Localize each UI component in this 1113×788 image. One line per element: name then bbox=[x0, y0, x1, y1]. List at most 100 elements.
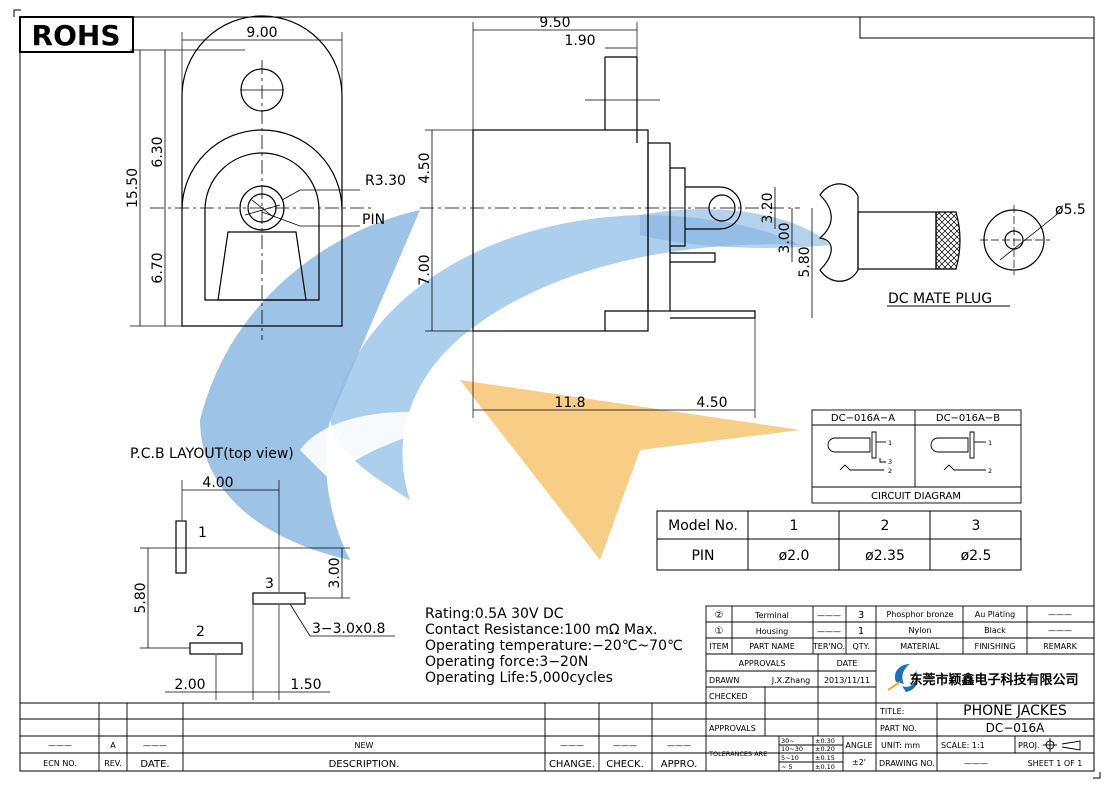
rev-desc: NEW bbox=[355, 741, 374, 750]
pin-dim-a: 3.00 bbox=[777, 222, 793, 253]
model-row-cell: ø2.35 bbox=[865, 548, 905, 564]
rev-header-change: CHANGE. bbox=[549, 759, 595, 770]
unit-label: UNIT: mm bbox=[881, 741, 920, 750]
terminal-offset-dim: 1.90 bbox=[564, 33, 595, 49]
drawn-label: DRAWN bbox=[709, 676, 739, 685]
circuit-caption: CIRCUIT DIAGRAM bbox=[871, 491, 961, 502]
drawn-by: J.X.Zhang bbox=[771, 676, 811, 685]
bom-ter: ——— bbox=[817, 611, 841, 620]
rev-check: ——— bbox=[613, 741, 637, 750]
rev-header-ecn: ECN NO. bbox=[43, 759, 77, 768]
radius-label: R3.30 bbox=[365, 173, 406, 189]
side-view bbox=[420, 22, 813, 418]
bom-remark: ——— bbox=[1048, 626, 1072, 635]
pcb-layout bbox=[140, 480, 395, 700]
spec-line: Operating temperature:−20℃~70℃ bbox=[425, 638, 683, 654]
bom-remark: ——— bbox=[1048, 610, 1072, 619]
bom-header-remark: REMARK bbox=[1043, 642, 1078, 651]
revision-table bbox=[20, 702, 706, 771]
plug-label: DC MATE PLUG bbox=[888, 291, 992, 307]
model-header-cell: 3 bbox=[972, 518, 981, 534]
pin-label: PIN bbox=[362, 212, 385, 228]
model-row-cell: ø2.5 bbox=[961, 548, 992, 564]
bom-item: ① bbox=[715, 626, 724, 637]
title-label: TITLE: bbox=[879, 707, 904, 716]
pcb-dim-left: 5.80 bbox=[133, 582, 149, 613]
rev-ecn: ——— bbox=[48, 741, 72, 750]
bom-header-part: PART NAME bbox=[749, 642, 795, 651]
rev-header-appro: APPRO. bbox=[661, 759, 698, 770]
tol-range: 10~30 bbox=[781, 745, 803, 753]
model-header-cell: 1 bbox=[790, 518, 799, 534]
angle-value: ±2' bbox=[852, 758, 866, 767]
rohs-label: ROHS bbox=[32, 19, 121, 52]
bom-ter: ——— bbox=[817, 627, 841, 636]
circuit-a-t1: 1 bbox=[888, 439, 892, 447]
bom-material: Nylon bbox=[909, 626, 932, 635]
circuit-col-a: DC−016A−A bbox=[831, 413, 895, 424]
tail-length-dim: 4.50 bbox=[696, 395, 727, 411]
bom-item: ② bbox=[715, 610, 724, 621]
bom-finish: Black bbox=[984, 626, 1006, 635]
pin-dim-b: 5.80 bbox=[797, 246, 813, 277]
tol-value: ±0.20 bbox=[815, 745, 835, 753]
bom-header-material: MATERIAL bbox=[900, 642, 940, 651]
rev-appro: ——— bbox=[667, 741, 691, 750]
model-table bbox=[656, 510, 1022, 571]
hole-dim: 3.20 bbox=[760, 192, 776, 223]
specs: Rating:0.5A 30V DC Contact Resistance:10… bbox=[425, 606, 683, 686]
model-header-cell: 2 bbox=[881, 518, 890, 534]
pcb-dim-top: 4.00 bbox=[202, 475, 233, 491]
circuit-b-t1: 1 bbox=[988, 439, 992, 447]
tol-range: ~ 5 bbox=[781, 763, 793, 771]
side-lower-dim: 7.00 bbox=[417, 254, 433, 285]
pcb-title: P.C.B LAYOUT(top view) bbox=[130, 446, 294, 462]
checked-label: CHECKED bbox=[709, 692, 748, 701]
front-upper-dim: 6.30 bbox=[150, 136, 166, 167]
circuit-b-t2: 2 bbox=[988, 467, 992, 475]
drawing-no-value: ——— bbox=[964, 759, 988, 768]
drawn-date: 2013/11/11 bbox=[824, 676, 870, 685]
spec-line: Contact Resistance:100 mΩ Max. bbox=[425, 622, 657, 638]
front-view bbox=[130, 15, 375, 340]
proj-label: PROJ. bbox=[1018, 741, 1040, 750]
model-row-cell: PIN bbox=[691, 548, 714, 564]
pad-1-label: 1 bbox=[198, 525, 207, 541]
side-width-dim: 9.50 bbox=[539, 15, 570, 31]
rev-header-check: CHECK. bbox=[606, 759, 644, 770]
rev-rev: A bbox=[110, 741, 116, 750]
front-lower-dim: 6.70 bbox=[150, 252, 166, 283]
part-number: DC−016A bbox=[986, 721, 1046, 735]
front-height-dim: 15.50 bbox=[125, 168, 141, 208]
bom-header-item: ITEM bbox=[709, 642, 728, 651]
title-block-grid bbox=[705, 605, 1095, 772]
tolerances-label: TOLERANCES ARE bbox=[708, 750, 767, 758]
angle-label: ANGLE bbox=[845, 741, 872, 750]
side-upper-dim: 4.50 bbox=[417, 152, 433, 183]
model-header-cell: Model No. bbox=[668, 518, 738, 534]
company-logo-icon bbox=[887, 664, 918, 692]
date-label: DATE bbox=[837, 659, 858, 668]
company-name: 东莞市颖鑫电子科技有限公司 bbox=[909, 672, 1078, 688]
bom-material: Phosphor bronze bbox=[886, 610, 953, 619]
tol-value: ±0.10 bbox=[815, 763, 835, 771]
approvals-label: APPROVALS bbox=[739, 659, 786, 668]
drawing-title: PHONE JACKES bbox=[963, 703, 1067, 719]
rev-header-date: DATE. bbox=[140, 759, 169, 770]
circuit-diagram bbox=[811, 409, 1022, 504]
rev-header-desc: DESCRIPTION. bbox=[329, 759, 400, 770]
drawing-no-label: DRAWING NO. bbox=[879, 759, 935, 768]
rev-date: ——— bbox=[143, 741, 167, 750]
watermark-logo bbox=[200, 209, 830, 560]
tol-value: ±0.15 bbox=[815, 754, 835, 762]
bom-qty: 3 bbox=[858, 610, 864, 621]
bom-part: Housing bbox=[756, 627, 789, 636]
plug-diameter: ø5.5 bbox=[1055, 202, 1086, 218]
scale-label: SCALE: 1:1 bbox=[941, 741, 985, 750]
bom-header-qty: QTY. bbox=[853, 642, 870, 651]
sheet-label: SHEET 1 OF 1 bbox=[1028, 759, 1083, 768]
rev-change: ——— bbox=[560, 741, 584, 750]
pad-3-label: 3 bbox=[265, 576, 274, 592]
pcb-dim-bottom-b: 1.50 bbox=[290, 677, 321, 693]
